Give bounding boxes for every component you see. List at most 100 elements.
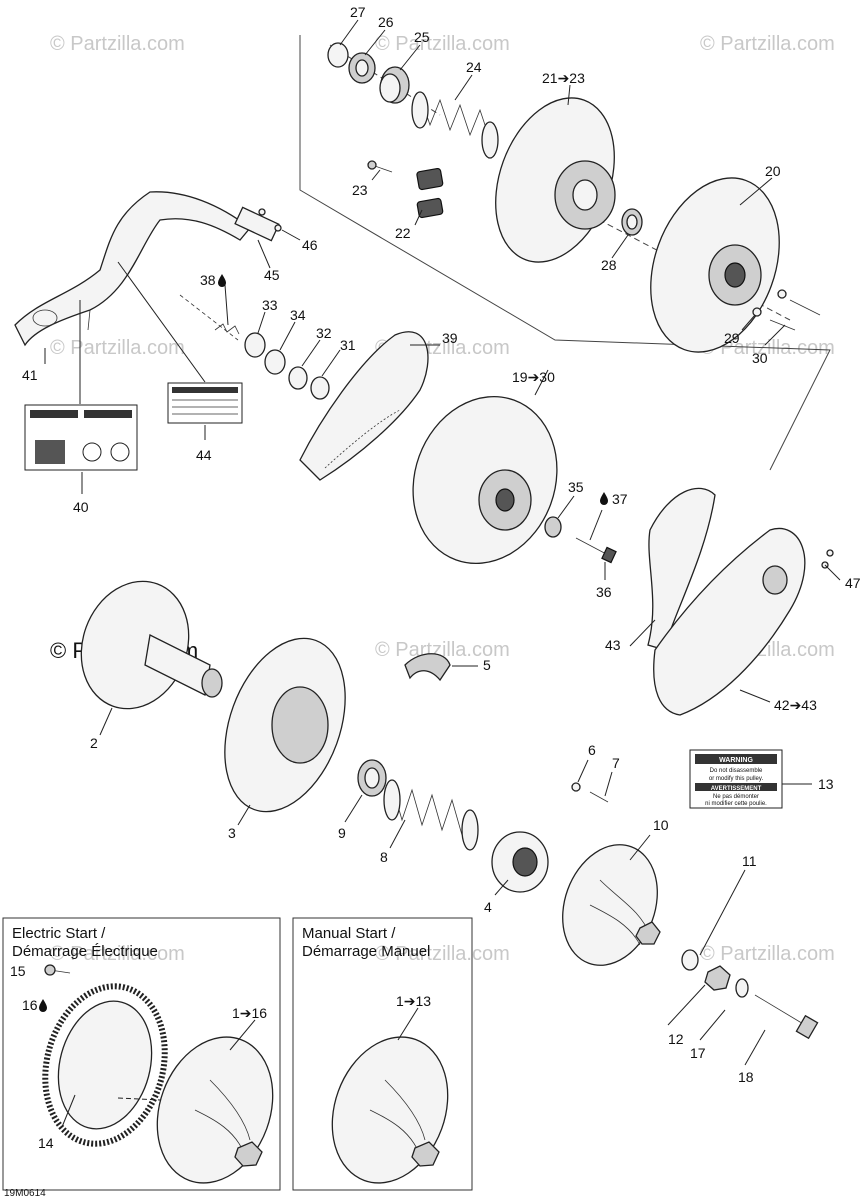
hub-bore xyxy=(572,179,598,211)
bolt xyxy=(789,299,821,316)
washer-32 xyxy=(288,366,308,390)
grease-drop-icon xyxy=(39,999,47,1012)
callouts: 27 26 25 24 21➔23 23 22 20 28 29 30 46 4… xyxy=(10,4,861,1151)
callout: 35 xyxy=(568,479,584,495)
belt-guard xyxy=(14,191,251,347)
label-13: WARNING Do not disassemble or modify thi… xyxy=(689,749,783,809)
fastener-47 xyxy=(826,549,834,557)
manual-start-title: Manual Start / xyxy=(302,925,396,942)
callout: 27 xyxy=(350,4,366,20)
callout: 16 xyxy=(22,997,38,1013)
cup-hex xyxy=(635,921,661,945)
callout: 41 xyxy=(22,367,38,383)
label-13-line: or modify this pulley. xyxy=(709,776,764,782)
ring-gear-14 xyxy=(42,983,168,1147)
callout: 14 xyxy=(38,1135,54,1151)
electric-start-box xyxy=(2,917,281,1191)
callout: 39 xyxy=(442,330,458,346)
washer-33 xyxy=(244,332,266,358)
electric-start-title: Electric Start / xyxy=(12,925,106,942)
callout: 46 xyxy=(302,237,318,253)
diagram-code: 19M0614 xyxy=(4,1188,46,1199)
guard-bracket-45 xyxy=(234,206,280,242)
bolt xyxy=(769,319,796,331)
bushing-bore xyxy=(364,767,380,789)
spider-bore xyxy=(512,847,538,877)
watermark: © Partzilla.com xyxy=(375,639,510,661)
callout: 12 xyxy=(668,1031,684,1047)
callout: 30 xyxy=(752,350,768,366)
callout: 18 xyxy=(738,1069,754,1085)
hub-spline xyxy=(724,262,746,288)
screw-head xyxy=(367,160,377,170)
fixed-half-shaft xyxy=(144,634,211,696)
watermark: © Partzilla.com xyxy=(700,943,835,965)
fastener xyxy=(258,208,266,216)
callout: 20 xyxy=(765,163,781,179)
label-13-line: Ne pas démonter xyxy=(713,794,759,800)
driven-shaft xyxy=(179,294,240,341)
guard-slot xyxy=(32,309,58,327)
fastener xyxy=(274,224,282,232)
washer-17 xyxy=(735,978,749,998)
bushing-bore xyxy=(379,73,401,103)
guard-shell xyxy=(14,191,251,347)
cover-liner-43 xyxy=(647,487,716,651)
washer-hole xyxy=(626,214,638,230)
callout: 28 xyxy=(601,257,617,273)
washer-34 xyxy=(264,349,286,375)
callout: 4 xyxy=(484,899,492,915)
movable-half-hub xyxy=(271,686,329,764)
callout: 43 xyxy=(605,637,621,653)
label-40 xyxy=(24,404,138,471)
callout: 19➔30 xyxy=(512,369,555,385)
bolt-18 xyxy=(754,994,806,1026)
pulley-fin xyxy=(209,1079,251,1141)
guard-bracket xyxy=(87,309,91,331)
drive-pulley-electric xyxy=(156,1036,274,1184)
grease-drop-icon xyxy=(600,492,608,505)
drive-belt xyxy=(299,331,429,481)
cover-knob xyxy=(762,565,788,595)
slider-shoe xyxy=(416,167,444,191)
lock-washer xyxy=(752,307,762,317)
screw-15-head xyxy=(44,964,56,976)
bolt-head xyxy=(601,546,617,564)
callout: 40 xyxy=(73,499,89,515)
washer-35 xyxy=(544,516,562,538)
callout: 47 xyxy=(845,575,861,591)
washer-6 xyxy=(571,782,581,792)
nut-12 xyxy=(704,965,731,991)
manual-start-title: Démarrage Manuel xyxy=(302,943,430,960)
callout: 6 xyxy=(588,742,596,758)
callout: 7 xyxy=(612,755,620,771)
shaft-thread xyxy=(201,668,223,698)
driven-spring xyxy=(411,91,499,159)
callout: 24 xyxy=(466,59,482,75)
drive-spring-8 xyxy=(383,779,479,851)
callout: 9 xyxy=(338,825,346,841)
callout: 44 xyxy=(196,447,212,463)
watermark: © Partzilla.com xyxy=(375,33,510,55)
callout: 37 xyxy=(612,491,628,507)
watermark: © Partzilla.com xyxy=(50,33,185,55)
callout: 25 xyxy=(414,29,430,45)
washer-31 xyxy=(310,376,330,400)
label-44 xyxy=(167,382,243,424)
callout: 22 xyxy=(395,225,411,241)
label-13-title: AVERTISSEMENT xyxy=(711,786,762,792)
pulley-hex xyxy=(411,1141,440,1167)
callout: 3 xyxy=(228,825,236,841)
callout: 42➔43 xyxy=(774,697,817,713)
callout: 1➔16 xyxy=(232,1005,267,1021)
circlip xyxy=(327,42,349,68)
watermark: © Partzilla.com xyxy=(700,33,835,55)
callout: 33 xyxy=(262,297,278,313)
callout: 21➔23 xyxy=(542,70,585,86)
slider-shoe xyxy=(416,197,444,219)
electric-start-title: Démarrage Électrique xyxy=(12,943,158,960)
label-13-line: Do not disassemble xyxy=(710,768,763,774)
group-frame xyxy=(299,35,831,471)
